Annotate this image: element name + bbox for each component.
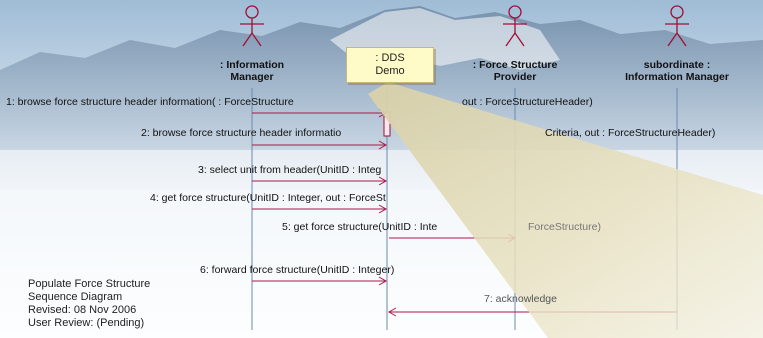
message-2-label-tail: Criteria, out : ForceStructureHeader) <box>545 127 716 139</box>
actor-information-manager-icon <box>240 5 264 47</box>
message-5-label: 5: get force structure(UnitID : Inte <box>282 221 438 233</box>
message-5-label-tail: ForceStructure) <box>528 221 601 233</box>
actor-subordinate-line1: subordinate : <box>643 59 711 71</box>
dds-demo-line2: Demo <box>375 65 405 77</box>
actor-information-manager-label: : Information Manager <box>200 59 304 83</box>
message-6-label: 6: forward force structure(UnitID : Inte… <box>200 264 395 276</box>
diagram-caption-line1: Populate Force Structure <box>28 278 151 290</box>
actor-force-structure-provider-line2: Provider <box>493 71 537 83</box>
actor-force-structure-provider-icon <box>503 5 527 47</box>
diagram-caption-line3: Revised: 08 Nov 2006 <box>28 304 137 316</box>
diagram-caption-line2: Sequence Diagram <box>28 291 123 303</box>
message-1-label: 1: browse force structure header informa… <box>6 96 294 108</box>
actor-force-structure-provider-label: : Force Structure Provider <box>455 59 575 83</box>
actor-force-structure-provider-line1: : Force Structure <box>472 59 558 71</box>
message-3-label: 3: select unit from header(UnitID : Inte… <box>198 164 382 176</box>
dds-demo-note: : DDS Demo <box>346 47 434 83</box>
diagram-caption-line4: User Review: (Pending) <box>28 317 145 329</box>
projection-beam-overlay <box>368 82 763 338</box>
actor-subordinate-information-manager-icon <box>665 5 689 47</box>
message-4-label: 4: get force structure(UnitID : Integer,… <box>150 192 386 204</box>
actor-information-manager-line2: Manager <box>230 71 274 83</box>
actor-subordinate-information-manager-label: subordinate : Information Manager <box>607 59 747 83</box>
dds-demo-line1: : DDS <box>375 52 405 64</box>
actor-subordinate-line2: Information Manager <box>625 71 729 83</box>
message-2-label: 2: browse force structure header informa… <box>141 127 342 139</box>
actor-information-manager-line1: : Information <box>219 59 285 71</box>
message-1-label-tail: out : ForceStructureHeader) <box>462 96 593 108</box>
dds-demo-note-text: : DDS Demo <box>347 52 433 78</box>
message-7-label: 7: acknowledge <box>484 293 557 305</box>
